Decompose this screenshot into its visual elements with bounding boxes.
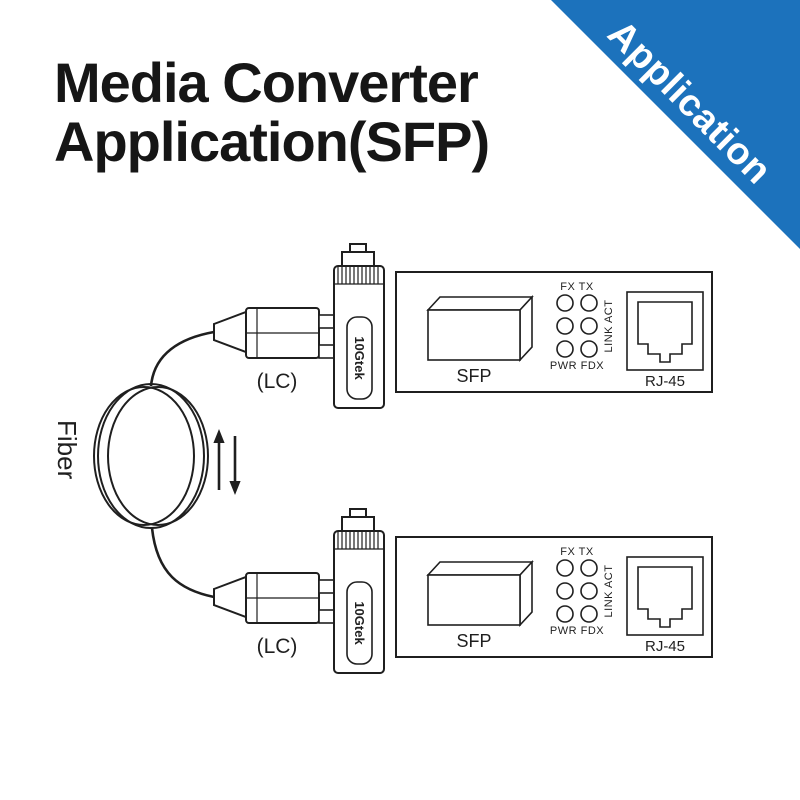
lc-latch-bottom [318, 609, 335, 624]
sfp-brand-plate [346, 581, 373, 665]
led-circle [556, 317, 574, 335]
led-circle [556, 340, 574, 358]
slot-front-face [427, 574, 521, 626]
arrow-down-icon [229, 436, 241, 495]
led-side-label: LINK ACT [603, 300, 615, 353]
sfp-slot-3d [426, 559, 534, 628]
led-top-label: FX TX [560, 281, 594, 293]
lc-connector [213, 307, 335, 359]
rj45-label: RJ-45 [645, 638, 685, 655]
led-circle [580, 582, 598, 600]
fiber-label: Fiber [52, 420, 82, 480]
led-circle [580, 559, 598, 577]
sfp-edge-comb [334, 267, 384, 285]
sfp-brand-plate [346, 316, 373, 400]
sfp-brand-label: 10Gtek [352, 601, 367, 645]
led-circle [556, 294, 574, 312]
rj45-jack-outline [637, 301, 693, 363]
lc-connector [213, 572, 335, 624]
lc-boot [213, 575, 247, 619]
sfp-module: 10Gtek [333, 243, 385, 409]
rj45-jack-outline [637, 566, 693, 628]
bidirectional-arrows [213, 429, 241, 495]
led-circle [580, 317, 598, 335]
led-bottom-label: PWR FDX [550, 360, 604, 372]
lc-boot [213, 310, 247, 354]
led-grid [556, 294, 598, 358]
rj45-port [626, 291, 704, 371]
sfp-brand-label: 10Gtek [352, 336, 367, 380]
sfp-slot-label: SFP [456, 366, 491, 386]
led-grid [556, 559, 598, 623]
rj45-port [626, 556, 704, 636]
sfp-slot-label: SFP [456, 631, 491, 651]
sfp-bail-latch [341, 243, 375, 266]
led-side-label: LINK ACT [603, 565, 615, 618]
led-bottom-label: PWR FDX [550, 625, 604, 637]
led-circle [580, 605, 598, 623]
rj45-label: RJ-45 [645, 373, 685, 390]
application-banner: Application [551, 0, 800, 249]
lc-latch-top [318, 579, 335, 594]
led-circle [580, 294, 598, 312]
sfp-edge-comb [334, 532, 384, 550]
led-circle [556, 605, 574, 623]
media-converter: SFP FX TX PWR FDX LINK ACT RJ-45 [395, 536, 713, 658]
page-title-line1: Media Converter [54, 51, 478, 114]
led-circle [580, 340, 598, 358]
assembly-top: (LC) 10Gtek SFP [213, 243, 713, 409]
banner-ribbon [551, 0, 800, 249]
lc-latch-bottom [318, 344, 335, 359]
led-top-label: FX TX [560, 546, 594, 558]
lc-label: (LC) [257, 635, 298, 658]
fiber-section: Fiber [52, 330, 215, 599]
sfp-bail-latch [341, 508, 375, 531]
assembly-bottom: (LC) 10Gtek SFP [213, 508, 713, 674]
slot-front-face [427, 309, 521, 361]
lc-label: (LC) [257, 370, 298, 393]
arrow-up-icon [213, 429, 225, 490]
fiber-cable-top [149, 330, 215, 387]
sfp-slot-3d [426, 294, 534, 363]
lc-latch-top [318, 314, 335, 329]
slot-top-face [426, 561, 534, 576]
led-circle [556, 582, 574, 600]
led-circle [556, 559, 574, 577]
sfp-module: 10Gtek [333, 508, 385, 674]
slot-top-face [426, 296, 534, 311]
fiber-coil [93, 383, 209, 529]
media-converter: SFP FX TX PWR FDX LINK ACT RJ-45 [395, 271, 713, 393]
fiber-cable-bottom [150, 527, 215, 599]
page-title-line2: Application(SFP) [54, 110, 489, 173]
